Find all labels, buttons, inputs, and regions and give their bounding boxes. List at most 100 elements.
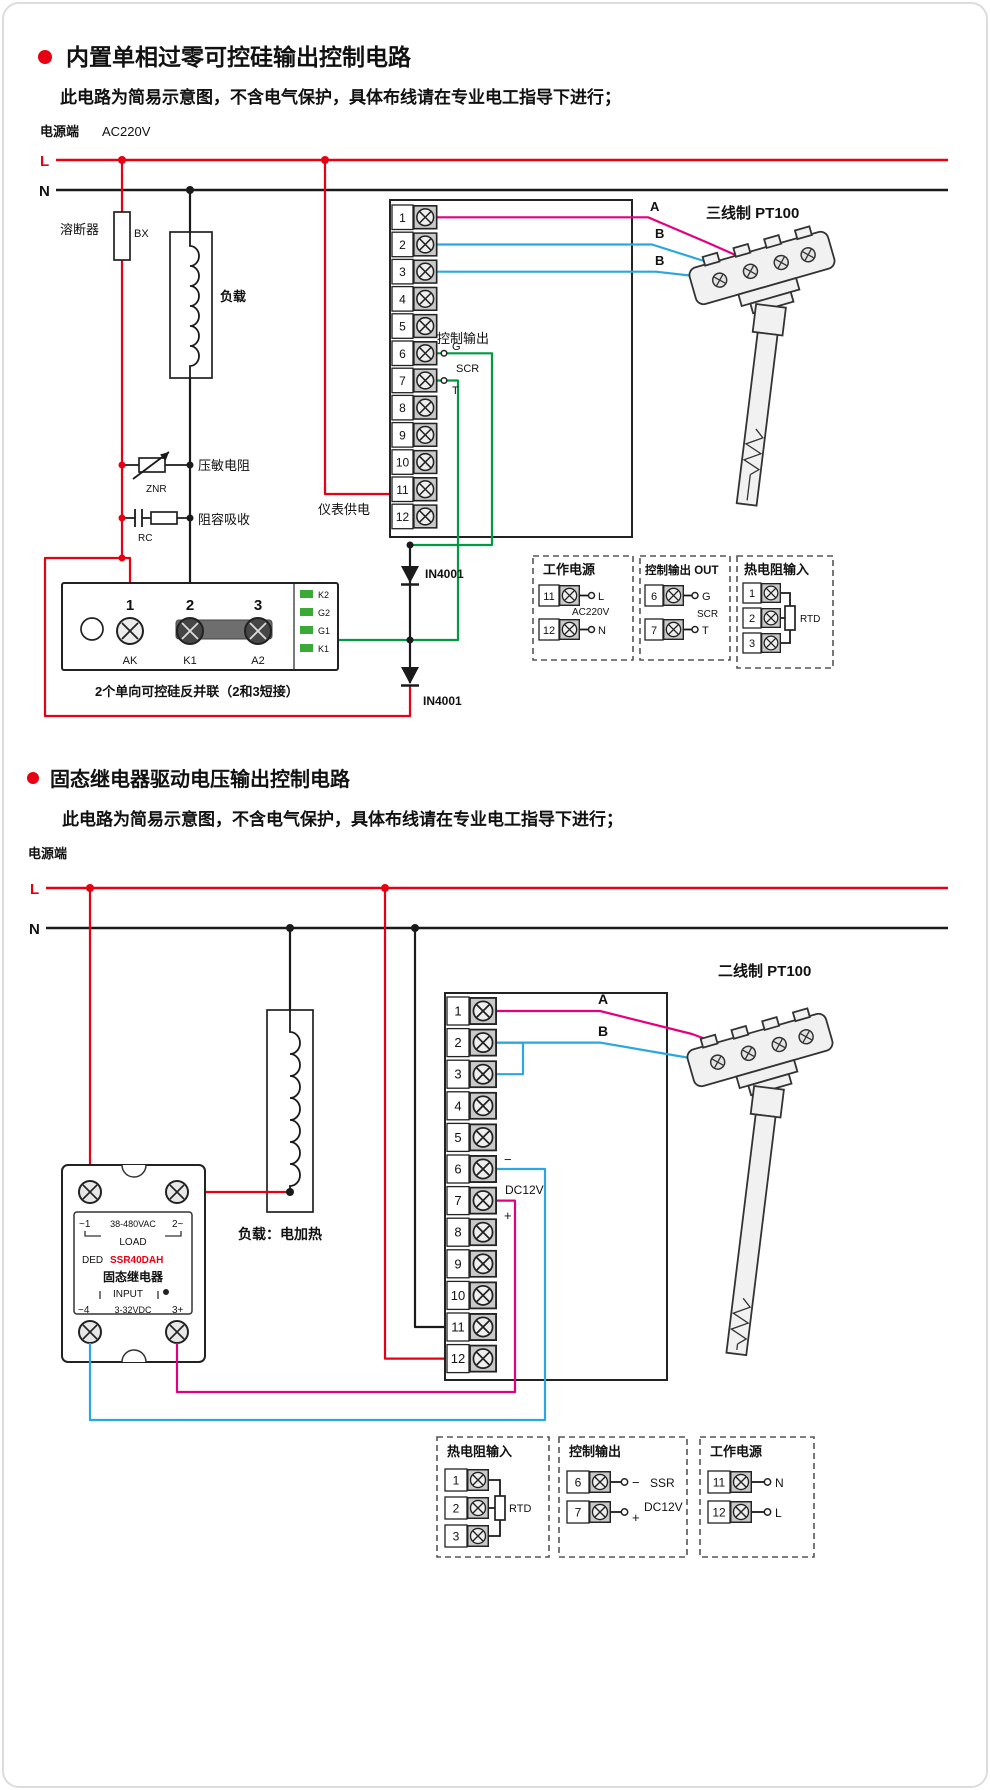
svg-text:7: 7: [399, 374, 406, 388]
load-label: 负载: [220, 289, 246, 304]
svg-text:3: 3: [399, 265, 406, 279]
svg-text:T: T: [702, 625, 709, 637]
terminal-dot: [440, 349, 448, 357]
svg-text:DED: DED: [82, 1255, 103, 1266]
svg-text:3+: 3+: [172, 1305, 184, 1316]
l-to-terminal12-wire: [383, 888, 447, 1360]
led-icon: [163, 1289, 169, 1295]
legend-working-power: 工作电源 11 N 12 L: [699, 1436, 815, 1558]
legend-control-output: 控制输出 OUT 6 G SCR 7 T: [639, 555, 731, 661]
svg-text:10: 10: [396, 456, 410, 470]
power-terminal-label: 电源端: [28, 846, 67, 861]
svg-text:12: 12: [396, 510, 410, 524]
ssr-model: SSR40DAH: [110, 1255, 163, 1266]
legend-rtd-input: 热电阻输入 1 2 3 RTD: [736, 555, 834, 669]
power-terminal-label: 电源端: [40, 124, 79, 139]
legend-rtd-input: 热电阻输入 1 2 3 RTD: [436, 1436, 550, 1558]
pt100-probe-tube: [735, 303, 787, 507]
gate-wire-g: [410, 352, 494, 547]
svg-text:L: L: [598, 591, 604, 603]
svg-text:7: 7: [454, 1193, 461, 1208]
diode2-label: IN4001: [423, 694, 462, 708]
scr-pin-ak: AK: [123, 655, 138, 667]
led-icon: [300, 590, 313, 598]
svg-text:9: 9: [454, 1256, 461, 1271]
wire-b2-label: B: [655, 253, 664, 268]
svg-text:~1: ~1: [79, 1219, 91, 1230]
plus-label: +: [504, 1208, 512, 1223]
section1-subtitle: 此电路为简易示意图，不含电气保护，具体布线请在专业电工指导下进行；: [60, 87, 621, 107]
svg-text:3: 3: [749, 638, 755, 650]
svg-text:38-480VAC: 38-480VAC: [110, 1219, 156, 1229]
section1-title: 内置单相过零可控硅输出控制电路: [66, 44, 412, 70]
svg-text:LOAD: LOAD: [119, 1237, 146, 1248]
diode-icon: [401, 667, 419, 684]
scr-pin-a2: A2: [251, 655, 264, 667]
meter-supply-wire: [323, 160, 392, 496]
scr-side-label: G1: [318, 626, 330, 636]
rc-snubber: RC 阻容吸收: [118, 509, 250, 544]
scr-module: 1 2 3 AK K1 A2 K2 G2 G1 K1 2个单向可控硅反并联（2和…: [61, 582, 339, 699]
svg-text:11: 11: [713, 1476, 726, 1490]
svg-text:12: 12: [451, 1351, 465, 1366]
svg-text:1: 1: [399, 211, 406, 225]
svg-text:−: −: [632, 1475, 640, 1490]
svg-text:6: 6: [399, 347, 406, 361]
section2-title: 固态继电器驱动电压输出控制电路: [50, 767, 351, 791]
scr-caption: 2个单向可控硅反并联（2和3短接）: [95, 684, 299, 699]
svg-text:5: 5: [454, 1130, 461, 1145]
rtd-label: RTD: [800, 614, 820, 625]
wire-b-label: B: [598, 1023, 608, 1039]
svg-text:12: 12: [543, 625, 555, 637]
svg-text:2: 2: [399, 238, 406, 252]
svg-text:10: 10: [451, 1288, 465, 1303]
svg-text:4: 4: [454, 1098, 461, 1113]
wire-b1-label: B: [655, 226, 664, 241]
svg-text:N: N: [775, 1476, 784, 1490]
ssr-plus-wire: [175, 1199, 517, 1394]
diode-icon: [401, 566, 419, 583]
heater-load: 负载：电加热: [177, 1009, 322, 1242]
led-icon: [300, 608, 313, 616]
legend-title: 工作电源: [710, 1444, 762, 1459]
svg-text:2: 2: [749, 613, 755, 625]
svg-text:2: 2: [454, 1035, 461, 1050]
sig-scr-label: SCR: [456, 363, 479, 375]
ssr-module: ~1 38-480VAC 2~ LOAD DED SSR40DAH 固态继电器 …: [61, 1164, 206, 1363]
meter-supply-label: 仪表供电: [318, 502, 370, 517]
svg-text:SCR: SCR: [697, 609, 718, 620]
legend-title: 控制输出: [569, 1444, 621, 1459]
svg-text:7: 7: [651, 625, 657, 637]
svg-text:N: N: [598, 625, 606, 637]
svg-text:6: 6: [651, 591, 657, 603]
rc-label: 阻容吸收: [198, 512, 250, 527]
svg-text:SSR: SSR: [650, 1476, 675, 1490]
sensor-wire-a: [437, 216, 741, 259]
voltage-label: AC220V: [102, 124, 151, 139]
svg-text:2: 2: [453, 1502, 460, 1516]
svg-text:7: 7: [575, 1506, 582, 1520]
mount-hole-icon: [80, 617, 104, 641]
legend-control-output: 控制输出 6 − SSR DC12V 7 +: [558, 1436, 688, 1558]
fuse-label: 溶断器: [60, 222, 99, 237]
line-n-label: N: [39, 183, 50, 200]
dc12v-label: DC12V: [505, 1183, 544, 1197]
svg-text:−4: −4: [78, 1305, 90, 1316]
rtd-label: RTD: [509, 1503, 531, 1515]
ssr-name: 固态继电器: [103, 1269, 164, 1284]
varistor-label: 压敏电阻: [198, 458, 250, 473]
svg-text:11: 11: [543, 591, 554, 603]
pt100-probe-tube: [725, 1085, 785, 1357]
legend-title: 控制输出 OUT: [645, 563, 718, 577]
scr-terminal-1: 1: [126, 597, 134, 614]
legend-title: 工作电源: [543, 562, 595, 577]
scr-side-label: G2: [318, 608, 330, 618]
sig-g-label: G: [452, 341, 461, 353]
svg-text:12: 12: [712, 1506, 726, 1520]
svg-text:L: L: [775, 1506, 782, 1520]
svg-text:5: 5: [399, 320, 406, 334]
